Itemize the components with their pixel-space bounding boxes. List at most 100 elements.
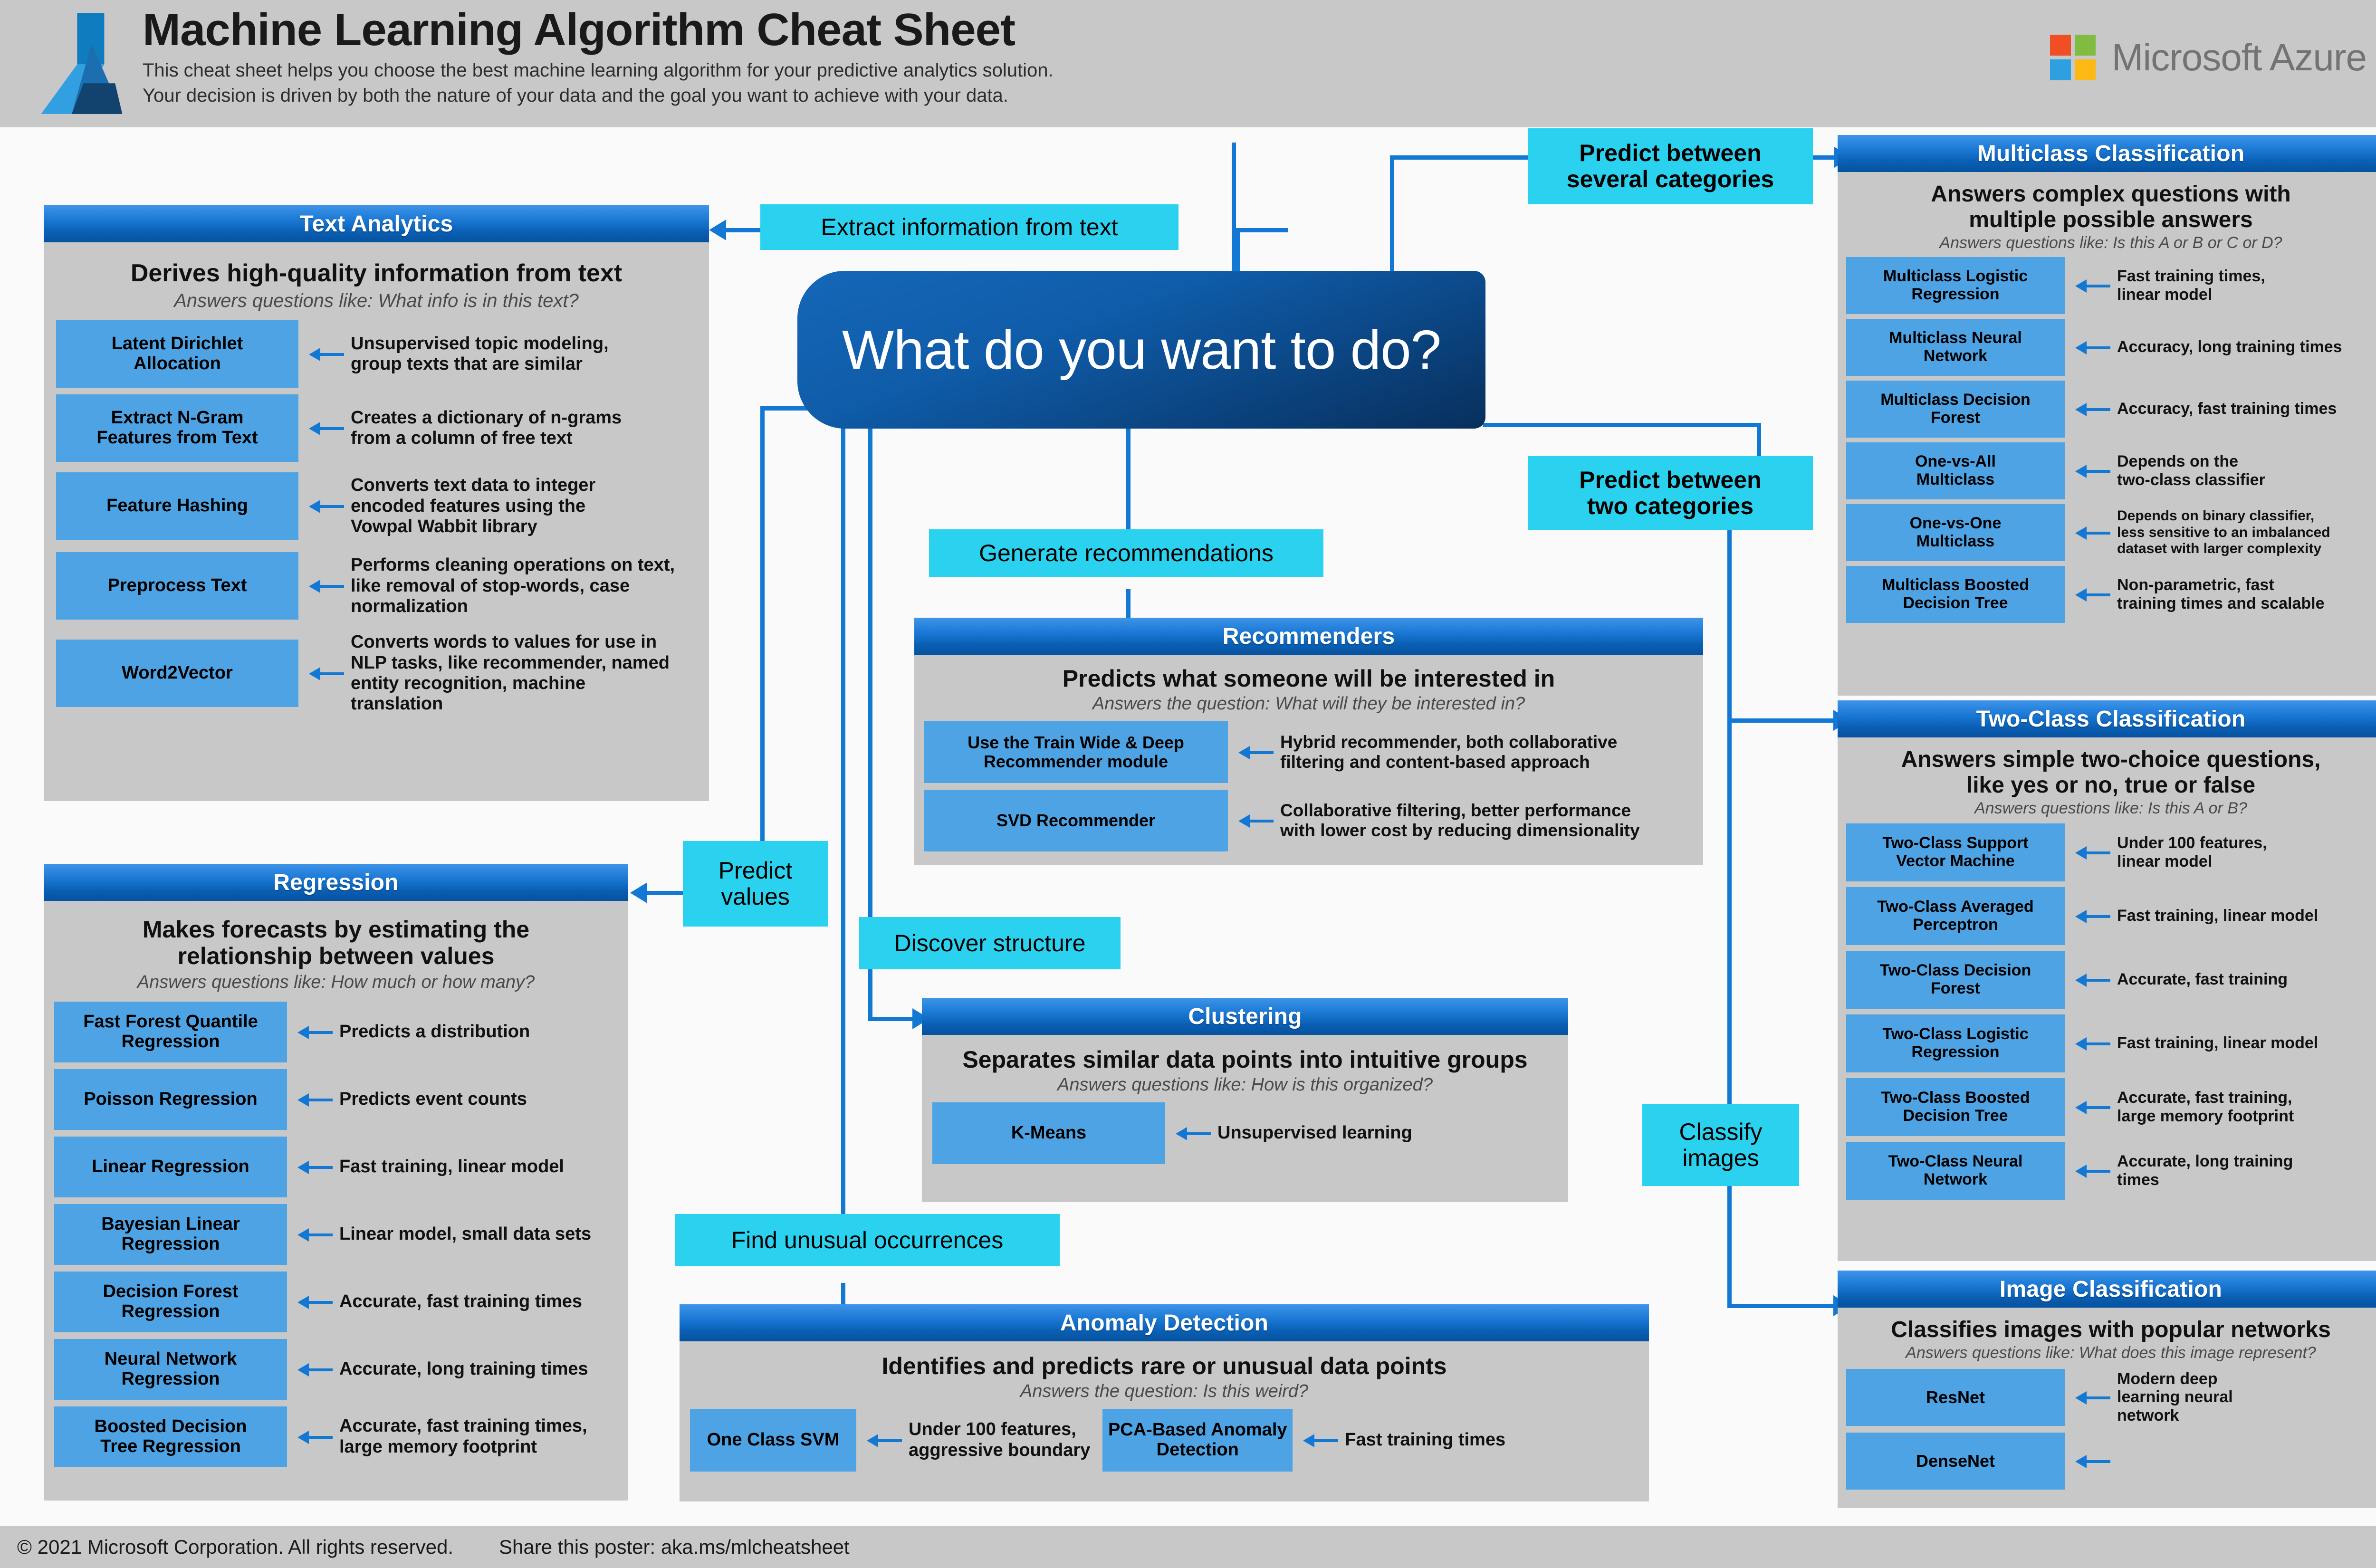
algorithm-row[interactable]: Linear Regression Fast training, linear … (54, 1136, 618, 1197)
algorithm-box[interactable]: Two-Class Neural Network (1846, 1141, 2065, 1200)
algorithm-box[interactable]: Multiclass Decision Forest (1846, 380, 2065, 438)
algorithm-box[interactable]: Poisson Regression (54, 1069, 287, 1130)
connector-extract-text-h2 (725, 228, 763, 232)
connector-predict-two-h (1483, 423, 1758, 427)
algorithm-row[interactable]: Decision Forest Regression Accurate, fas… (54, 1271, 618, 1332)
algorithm-box[interactable]: Two-Class Logistic Regression (1846, 1014, 2065, 1072)
algorithm-row[interactable]: K-Means Unsupervised learning (932, 1102, 1558, 1164)
algorithm-box[interactable]: Multiclass Logistic Regression (1846, 257, 2065, 314)
algorithm-row[interactable]: Two-Class Boosted Decision Tree Accurate… (1846, 1078, 2376, 1136)
decision-predict-between-two-categories[interactable]: Predict between two categories (1528, 456, 1813, 530)
algorithm-box[interactable]: Feature Hashing (56, 472, 298, 540)
arrow-left-icon (290, 1430, 334, 1444)
algorithm-box[interactable]: Fast Forest Quantile Regression (54, 1001, 287, 1062)
arrow-left-icon (290, 1363, 334, 1377)
algorithm-box[interactable]: Two-Class Boosted Decision Tree (1846, 1078, 2065, 1136)
algorithm-row[interactable]: Two-Class Averaged Perceptron Fast train… (1846, 887, 2376, 945)
decision-discover-structure[interactable]: Discover structure (859, 917, 1121, 969)
algorithm-box[interactable]: Two-Class Decision Forest (1846, 950, 2065, 1009)
page-header: Machine Learning Algorithm Cheat Sheet T… (0, 0, 2376, 127)
algorithm-box[interactable]: SVD Recommender (924, 789, 1228, 851)
panel-title: Two-Class Classification (1838, 700, 2376, 737)
ms-square-red (2050, 35, 2071, 56)
algorithm-row[interactable]: Two-Class Logistic Regression Fast train… (1846, 1014, 2376, 1072)
algorithm-box[interactable]: One Class SVM (690, 1408, 856, 1472)
algorithm-row[interactable]: One-vs-All Multiclass Depends on the two… (1846, 442, 2376, 499)
algorithm-description: Accuracy, long training times (2117, 338, 2342, 356)
copyright-text: © 2021 Microsoft Corporation. All rights… (17, 1536, 454, 1558)
algorithm-box[interactable]: Decision Forest Regression (54, 1271, 287, 1332)
algorithm-row[interactable]: ResNet Modern deep learning neural netwo… (1846, 1368, 2376, 1426)
connector-classify-images-h (1727, 1304, 1838, 1308)
connector-predict-several-v2 (1390, 155, 1394, 274)
algorithm-description: Accurate, fast training, large memory fo… (2117, 1088, 2294, 1125)
decision-predict-between-several-categories[interactable]: Predict between several categories (1528, 128, 1813, 204)
algorithm-box[interactable]: Use the Train Wide & Deep Recommender mo… (924, 721, 1228, 783)
algorithm-description: Performs cleaning operations on text, li… (351, 555, 675, 616)
arrow-left-icon (301, 422, 345, 436)
decision-label: Extract information from text (821, 213, 1118, 240)
algorithm-box[interactable]: One-vs-One Multiclass (1846, 504, 2065, 561)
panel-title: Regression (44, 864, 628, 901)
decision-label: Predict between several categories (1566, 140, 1774, 192)
algorithm-row[interactable]: SVD Recommender Collaborative filtering,… (924, 789, 1694, 851)
algorithm-box[interactable]: DenseNet (1846, 1432, 2065, 1490)
algorithm-row[interactable]: Extract N-Gram Features from Text Create… (56, 394, 697, 462)
algorithm-row[interactable]: Latent Dirichlet Allocation Unsupervised… (56, 320, 697, 388)
decision-find-unusual-occurrences[interactable]: Find unusual occurrences (675, 1214, 1060, 1266)
algorithm-description: Fast training, linear model (339, 1157, 564, 1177)
connector-predict-values-v (760, 406, 765, 860)
algorithm-row[interactable]: Multiclass Neural Network Accuracy, long… (1846, 318, 2376, 376)
connector-two-class-h (1727, 718, 1838, 723)
algorithm-box[interactable]: Extract N-Gram Features from Text (56, 394, 298, 462)
algorithm-row[interactable]: Bayesian Linear Regression Linear model,… (54, 1204, 618, 1265)
algorithm-row[interactable]: Neural Network Regression Accurate, long… (54, 1339, 618, 1400)
algorithm-box[interactable]: Multiclass Neural Network (1846, 318, 2065, 376)
algorithm-box[interactable]: K-Means (932, 1102, 1165, 1164)
algorithm-row[interactable]: Multiclass Logistic Regression Fast trai… (1846, 257, 2376, 314)
algorithm-box[interactable]: ResNet (1846, 1368, 2065, 1426)
decision-label: Generate recommendations (979, 539, 1274, 566)
algorithm-box[interactable]: Boosted Decision Tree Regression (54, 1406, 287, 1467)
algorithm-row[interactable]: Preprocess Text Performs cleaning operat… (56, 552, 697, 620)
arrow-left-icon (2068, 1454, 2111, 1468)
connector-predict-values-top-h (760, 406, 813, 411)
algorithm-box[interactable]: Bayesian Linear Regression (54, 1204, 287, 1265)
algorithm-box[interactable]: Neural Network Regression (54, 1339, 287, 1400)
algorithm-row[interactable]: Boosted Decision Tree Regression Accurat… (54, 1406, 618, 1467)
algorithm-box[interactable]: PCA-Based Anomaly Detection (1102, 1408, 1293, 1472)
algorithm-box[interactable]: Two-Class Support Vector Machine (1846, 823, 2065, 881)
panel-multiclass-classification: Multiclass Classification Answers comple… (1838, 135, 2376, 696)
algorithm-row[interactable]: One-vs-One Multiclass Depends on binary … (1846, 504, 2376, 561)
algorithm-row[interactable]: Fast Forest Quantile Regression Predicts… (54, 1001, 618, 1062)
algorithm-row[interactable]: Use the Train Wide & Deep Recommender mo… (924, 721, 1694, 783)
microsoft-squares-icon (2050, 35, 2096, 80)
algorithm-box[interactable]: Preprocess Text (56, 552, 298, 620)
arrow-left-icon (290, 1295, 334, 1309)
algorithm-row[interactable]: Two-Class Support Vector Machine Under 1… (1846, 823, 2376, 881)
algorithm-row[interactable]: Poisson Regression Predicts event counts (54, 1069, 618, 1130)
arrow-left-icon (290, 1025, 334, 1039)
algorithm-row[interactable]: Multiclass Boosted Decision Tree Non-par… (1846, 565, 2376, 623)
panel-lead: Answers simple two-choice questions, lik… (1901, 747, 2321, 798)
algorithm-box[interactable]: One-vs-All Multiclass (1846, 442, 2065, 499)
algorithm-box[interactable]: Multiclass Boosted Decision Tree (1846, 565, 2065, 623)
algorithm-row[interactable]: DenseNet (1846, 1432, 2376, 1490)
algorithm-box[interactable]: Latent Dirichlet Allocation (56, 320, 298, 388)
algorithm-row[interactable]: Two-Class Decision Forest Accurate, fast… (1846, 950, 2376, 1009)
algorithm-box[interactable]: Linear Regression (54, 1136, 287, 1197)
decision-extract-information-from-text[interactable]: Extract information from text (760, 204, 1178, 250)
decision-predict-values[interactable]: Predict values (683, 841, 828, 927)
decision-classify-images[interactable]: Classify images (1642, 1104, 1799, 1186)
algorithm-row[interactable]: Word2Vector Converts words to values for… (56, 632, 697, 714)
algorithm-row[interactable]: Two-Class Neural Network Accurate, long … (1846, 1141, 2376, 1200)
panel-two-class-classification: Two-Class Classification Answers simple … (1838, 700, 2376, 1261)
decision-generate-recommendations[interactable]: Generate recommendations (929, 529, 1323, 577)
share-link-text[interactable]: Share this poster: aka.ms/mlcheatsheet (499, 1536, 850, 1558)
panel-subtitle: Answers questions like: What does this i… (1906, 1343, 2316, 1362)
algorithm-row[interactable]: Multiclass Decision Forest Accuracy, fas… (1846, 380, 2376, 438)
algorithm-box[interactable]: Two-Class Averaged Perceptron (1846, 887, 2065, 945)
algorithm-row-pair[interactable]: One Class SVM Under 100 features, aggres… (690, 1408, 1638, 1472)
algorithm-box[interactable]: Word2Vector (56, 639, 298, 707)
algorithm-row[interactable]: Feature Hashing Converts text data to in… (56, 472, 697, 540)
